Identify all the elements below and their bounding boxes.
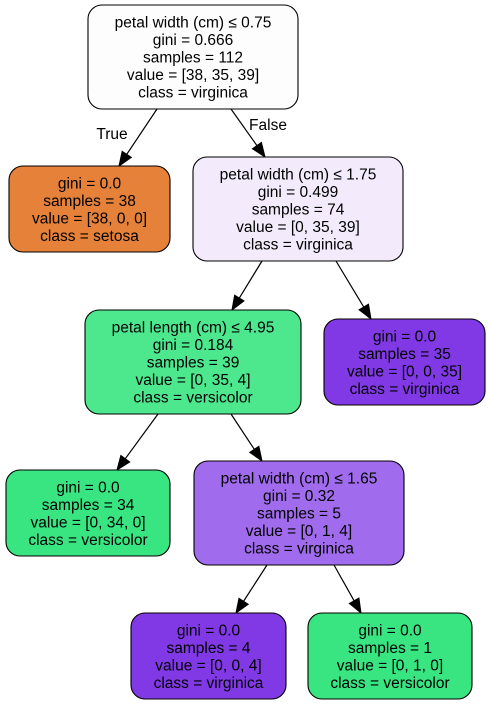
edge-label-false: False	[249, 117, 287, 134]
edge-line	[335, 260, 365, 308]
edge-n2-n3	[231, 260, 263, 312]
node-text-line: value = [38, 0, 0]	[32, 210, 147, 227]
node-text-line: samples = 35	[358, 346, 451, 363]
node-text-line: class = virginica	[243, 237, 353, 254]
edge-line	[243, 564, 268, 602]
edge-n0-n2: False	[230, 108, 287, 159]
arrowhead-icon	[116, 454, 131, 472]
arrowhead-icon	[118, 150, 133, 168]
node-text-line: samples = 39	[147, 355, 240, 372]
node-text-line: class = virginica	[138, 85, 248, 102]
node-text-line: value = [0, 34, 0]	[30, 514, 145, 531]
node-text-line: value = [0, 0, 35]	[347, 363, 462, 380]
edge-label-true: True	[96, 126, 127, 143]
node-text-line: petal width (cm) ≤ 0.75	[115, 15, 272, 32]
arrowhead-icon	[235, 597, 250, 615]
node-box	[307, 612, 473, 700]
node-box	[130, 612, 287, 700]
node-text-line: class = virginica	[154, 675, 264, 692]
node-box	[8, 165, 171, 253]
node-text-line: samples = 1	[348, 640, 432, 657]
node-text-line: samples = 4	[166, 640, 250, 657]
node-text-line: petal width (cm) ≤ 1.65	[221, 471, 378, 488]
edge-n3-n6	[230, 413, 263, 463]
node-text-line: value = [0, 1, 4]	[246, 523, 352, 540]
node-box	[323, 318, 486, 406]
edge-n2-n4	[335, 260, 372, 321]
edge-line	[230, 108, 258, 146]
node-text-line: class = virginica	[350, 381, 460, 398]
node-text-line: gini = 0.666	[153, 32, 234, 49]
node-text-line: gini = 0.0	[58, 175, 122, 192]
edge-line	[238, 260, 263, 299]
node-text-line: petal width (cm) ≤ 1.75	[220, 167, 377, 184]
node-text-line: value = [0, 35, 39]	[236, 219, 360, 236]
node-box	[192, 156, 404, 262]
node-text-line: gini = 0.184	[153, 337, 234, 354]
node-box	[84, 309, 302, 415]
edge-line	[126, 108, 158, 155]
node-text-line: value = [0, 35, 4]	[135, 372, 250, 389]
node-text-line: gini = 0.0	[373, 328, 437, 345]
edge-n0-n1: True	[96, 108, 158, 168]
edge-n6-n7	[235, 564, 268, 615]
node-box	[5, 469, 171, 557]
arrowhead-icon	[248, 445, 263, 463]
edge-n6-n8	[333, 564, 362, 615]
node-text-line: samples = 74	[252, 202, 345, 219]
node-text-line: class = versicolor	[330, 675, 449, 692]
node-text-line: gini = 0.499	[258, 184, 339, 201]
node-text-line: value = [38, 35, 39]	[127, 67, 259, 84]
node-text-line: class = virginica	[244, 541, 354, 558]
edge-line	[124, 413, 159, 460]
node-text-line: samples = 34	[42, 497, 135, 514]
node-text-line: petal length (cm) ≤ 4.95	[112, 320, 275, 337]
node-text-line: gini = 0.0	[56, 479, 120, 496]
node-box	[193, 460, 405, 566]
arrowhead-icon	[358, 303, 372, 321]
node-text-line: samples = 112	[143, 50, 243, 67]
edge-n3-n5	[116, 413, 159, 472]
node-text-line: class = versicolor	[133, 390, 252, 407]
node-text-line: gini = 0.0	[358, 622, 422, 639]
edges-layer: True False	[96, 108, 372, 615]
arrowhead-icon	[348, 597, 362, 615]
node-text-line: value = [0, 1, 0]	[337, 657, 443, 674]
node-text-line: gini = 0.0	[177, 622, 241, 639]
arrowhead-icon	[231, 294, 245, 312]
edge-line	[230, 413, 255, 450]
node-text-line: class = setosa	[40, 228, 139, 245]
arrowhead-icon	[251, 141, 266, 159]
edge-line	[333, 564, 355, 602]
node-text-line: class = versicolor	[28, 532, 147, 549]
node-text-line: samples = 5	[257, 506, 341, 523]
node-box	[87, 4, 299, 110]
node-text-line: value = [0, 0, 4]	[155, 657, 261, 674]
node-text-line: gini = 0.32	[263, 488, 335, 505]
node-text-line: samples = 38	[43, 193, 136, 210]
